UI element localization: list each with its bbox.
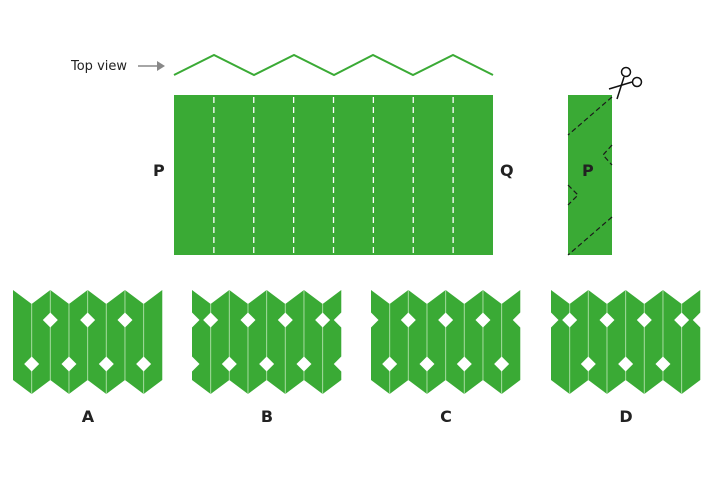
top-view-label: Top view — [70, 59, 127, 74]
cut-hole — [136, 356, 152, 372]
cut-hole — [363, 312, 379, 328]
cut-hole — [61, 356, 77, 372]
cut-hole — [636, 312, 652, 328]
cut-hole — [42, 312, 58, 328]
cut-hole — [438, 312, 454, 328]
cut-hole — [475, 312, 491, 328]
cut-hole — [333, 312, 349, 328]
option-b[interactable]: B — [184, 290, 349, 426]
strip-label-p: P — [582, 161, 594, 180]
option-label: B — [261, 407, 273, 426]
cut-hole — [692, 312, 708, 328]
option-label: C — [440, 407, 452, 426]
cut-hole — [315, 312, 331, 328]
fold-lines — [213, 97, 454, 253]
cut-hole — [333, 356, 349, 372]
cut-hole — [674, 312, 690, 328]
cut-hole — [382, 356, 398, 372]
cut-hole — [494, 356, 510, 372]
cut-hole — [221, 356, 237, 372]
option-c[interactable]: C — [363, 290, 528, 426]
option-a[interactable]: A — [13, 290, 163, 426]
top-view-zigzag — [173, 53, 494, 77]
cut-hole — [117, 312, 133, 328]
cut-hole — [240, 312, 256, 328]
cut-hole — [400, 312, 416, 328]
cut-hole — [599, 312, 615, 328]
cut-hole — [184, 356, 200, 372]
scissors-icon — [608, 66, 643, 100]
cut-hole — [543, 312, 559, 328]
cut-hole — [456, 356, 472, 372]
option-label: D — [619, 407, 632, 426]
cut-hole — [277, 312, 293, 328]
cut-hole — [184, 312, 200, 328]
cut-hole — [296, 356, 312, 372]
cut-hole — [419, 356, 435, 372]
sheet-label-q: Q — [500, 161, 514, 180]
cut-hole — [618, 356, 634, 372]
cut-hole — [80, 312, 96, 328]
answer-options: A B C D — [13, 290, 708, 426]
cut-hole — [562, 312, 578, 328]
cut-hole — [512, 312, 528, 328]
option-label: A — [82, 407, 95, 426]
cut-hole — [655, 356, 671, 372]
folded-strip — [568, 95, 612, 255]
cut-lines — [567, 96, 613, 256]
cut-hole — [24, 356, 40, 372]
option-d[interactable]: D — [543, 290, 708, 426]
cut-hole — [203, 312, 219, 328]
cut-hole — [259, 356, 275, 372]
cut-hole — [580, 356, 596, 372]
cut-hole — [98, 356, 114, 372]
sheet-label-p: P — [153, 161, 165, 180]
arrow-right-icon — [138, 61, 165, 71]
